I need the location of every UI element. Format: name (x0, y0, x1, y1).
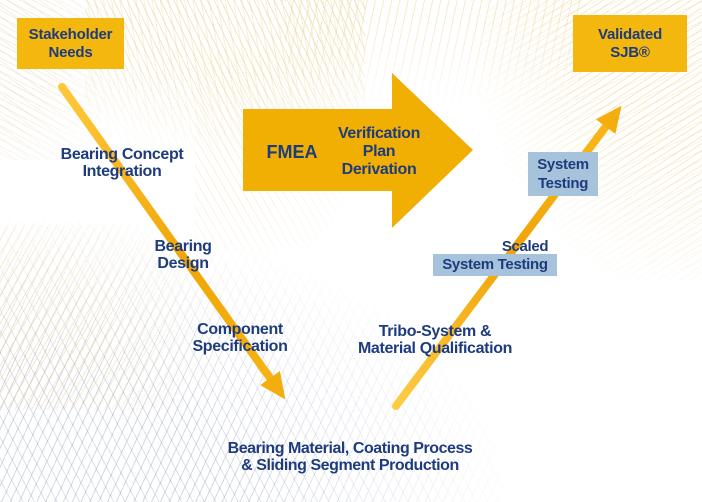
system-testing-highlight: System Testing (528, 152, 598, 196)
scaled-label: Scaled (501, 238, 549, 255)
fmea-label: FMEA (266, 142, 318, 162)
bearing-design-label: Bearing Design (154, 238, 212, 272)
validated-sjb-label: Validated SJB® (597, 25, 663, 61)
stakeholder-needs-label: Stakeholder Needs (28, 25, 113, 61)
verification-plan-derivation-label: Verification Plan Derivation (337, 125, 421, 178)
production-label: Bearing Material, Coating Process & Slid… (227, 440, 473, 474)
tribo-system-qualification-label: Tribo-System & Material Qualification (357, 323, 513, 357)
component-specification-label: Component Specification (192, 321, 288, 355)
stakeholder-needs-box: Stakeholder Needs (17, 18, 124, 69)
scaled-system-testing-highlight: System Testing (433, 254, 557, 276)
bearing-concept-integration-label: Bearing Concept Integration (60, 146, 184, 180)
validated-sjb-box: Validated SJB® (573, 15, 687, 72)
